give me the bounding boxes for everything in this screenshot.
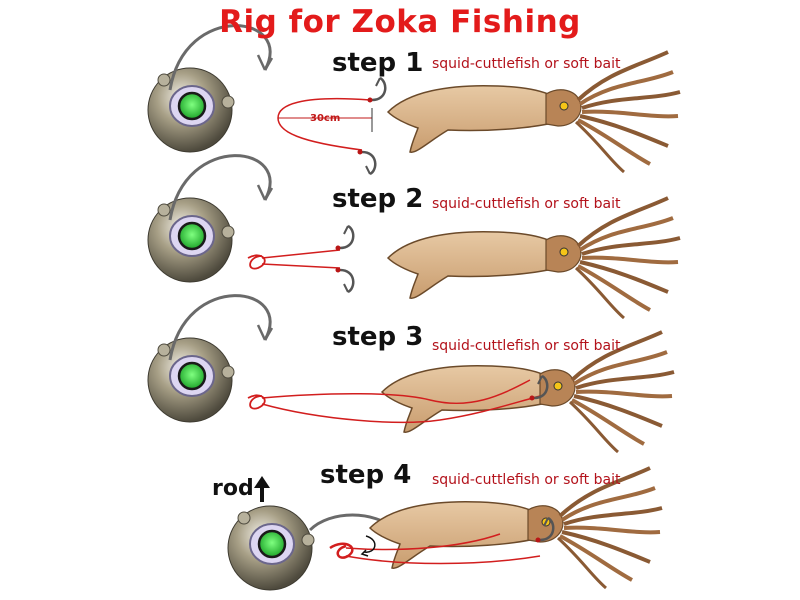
arrow-up-icon: [254, 476, 270, 488]
step-2-illustration: [146, 154, 682, 320]
step-4-label: step 4: [320, 460, 412, 490]
line-knot: [247, 254, 266, 270]
line-knot: [329, 542, 354, 559]
step-3-bait-label: squid-cuttlefish or soft bait: [432, 338, 621, 354]
assist-hook-icon: [334, 266, 355, 294]
assist-hook-icon: [366, 76, 387, 104]
squid-bait-icon: [386, 196, 682, 320]
jig-head-icon: [146, 336, 236, 424]
assist-hook-icon: [356, 148, 377, 176]
jig-head-icon: [226, 504, 316, 592]
step-1-label: step 1: [332, 48, 424, 78]
step-2-bait-label: squid-cuttlefish or soft bait: [432, 196, 621, 212]
dimension-label: 30cm: [310, 113, 341, 124]
step-3-label: step 3: [332, 322, 424, 352]
assist-line: [277, 97, 371, 151]
assist-hook-icon: [334, 224, 355, 252]
assist-line: [345, 533, 501, 551]
jig-head-icon: [146, 66, 236, 154]
jig-head-icon: [146, 196, 236, 284]
step-3-illustration: [146, 294, 676, 454]
line-knot: [247, 394, 266, 410]
step-4-illustration: [226, 466, 664, 592]
step-2-label: step 2: [332, 184, 424, 214]
rotate-arrow-icon: [363, 535, 376, 553]
step-4-bait-label: squid-cuttlefish or soft bait: [432, 472, 621, 488]
assist-line: [345, 555, 541, 565]
page-title: Rig for Zoka Fishing: [219, 4, 581, 40]
rod-label: rod: [212, 476, 254, 501]
assist-line: [261, 249, 341, 269]
step-1-bait-label: squid-cuttlefish or soft bait: [432, 56, 621, 72]
assist-line: [261, 395, 541, 424]
assist-line: [261, 379, 531, 405]
step-1-illustration: [146, 24, 682, 176]
